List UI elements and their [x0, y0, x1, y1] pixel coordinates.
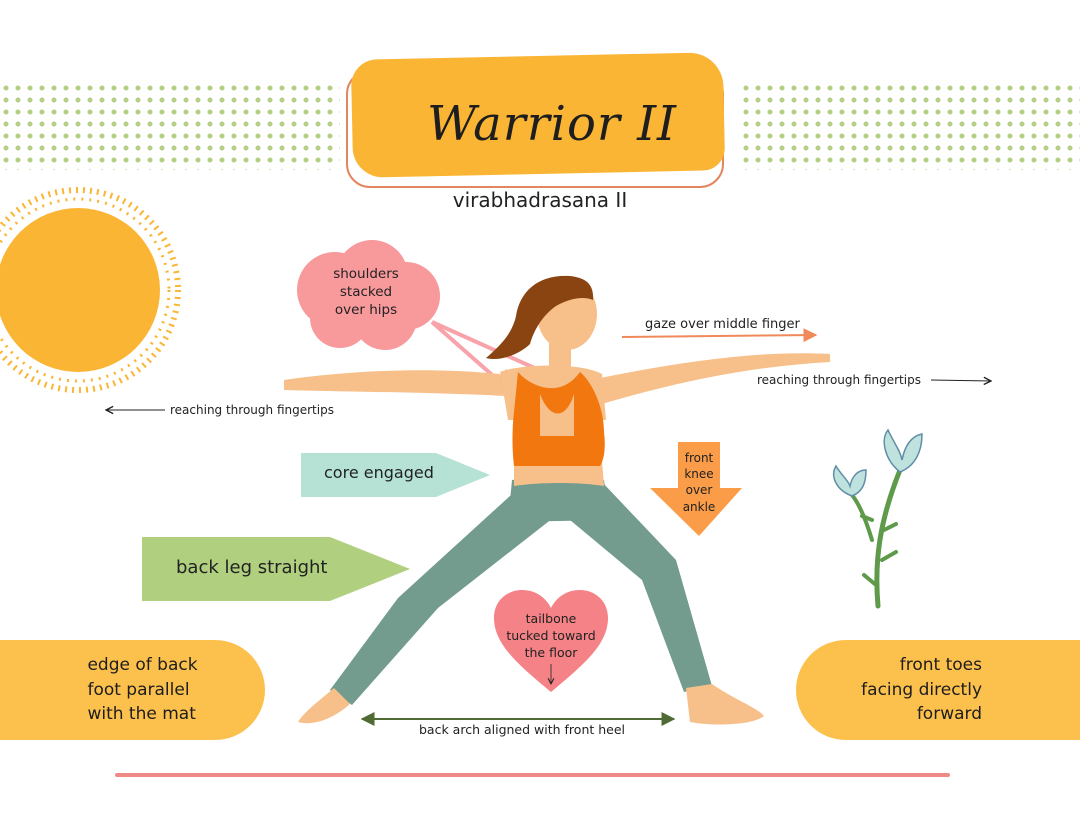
- core-label: core engaged: [324, 463, 434, 482]
- front-toes-label: front toes facing directly forward: [861, 653, 982, 727]
- gaze-arrow: [621, 328, 818, 343]
- tailbone-line-2: tucked toward: [506, 627, 596, 643]
- bottom-accent-line: [115, 773, 950, 777]
- page-subtitle: virabhadrasana II: [452, 188, 628, 212]
- arch-label: back arch aligned with front heel: [419, 722, 626, 737]
- tailbone-line-3: the floor: [524, 644, 578, 660]
- dot-pattern-right: [740, 82, 1080, 170]
- flower-icon: [832, 428, 923, 609]
- shoulders-label: shoulders stacked over hips: [316, 265, 416, 320]
- shoulders-line-2: stacked: [339, 284, 393, 301]
- knee-label: front knee over ankle: [664, 450, 734, 515]
- knee-line-3: over: [685, 483, 713, 498]
- sun-icon: [0, 187, 181, 393]
- back-foot-line-1: edge of back: [87, 655, 198, 676]
- back-foot-label: edge of back foot parallel with the mat: [87, 653, 197, 727]
- back-foot-pill: edge of back foot parallel with the mat: [0, 640, 265, 740]
- front-toes-pill: front toes facing directly forward: [796, 640, 1080, 740]
- front-toes-line-2: facing directly: [861, 679, 982, 700]
- knee-line-1: front: [684, 451, 714, 465]
- gaze-label: gaze over middle finger: [645, 317, 800, 332]
- page-title: Warrior II: [426, 96, 678, 152]
- dot-pattern-left: [0, 82, 340, 170]
- reach-right-label: reaching through fingertips: [757, 373, 921, 387]
- back-leg-arrow-shape: [142, 537, 410, 601]
- shoulders-line-3: over hips: [334, 302, 398, 319]
- tailbone-label: tailbone tucked toward the floor: [496, 611, 606, 662]
- back-foot-line-3: with the mat: [87, 704, 196, 725]
- back-foot-line-2: foot parallel: [87, 679, 190, 700]
- reach-right-arrow: [930, 380, 991, 381]
- heart-shape: [494, 590, 608, 692]
- front-toes-line-1: front toes: [899, 655, 982, 676]
- front-toes-line-3: forward: [916, 704, 982, 725]
- knee-line-2: knee: [684, 467, 714, 482]
- tailbone-line-1: tailbone: [525, 611, 577, 626]
- back-leg-label: back leg straight: [176, 557, 328, 578]
- reach-left-label: reaching through fingertips: [170, 403, 334, 417]
- knee-line-4: ankle: [682, 499, 716, 514]
- shoulders-line-1: shoulders: [333, 266, 399, 282]
- core-arrow-shape: [301, 453, 490, 497]
- yoga-figure: [284, 275, 830, 725]
- cloud-shape: [297, 240, 440, 350]
- knee-arrow-shape: [650, 442, 742, 536]
